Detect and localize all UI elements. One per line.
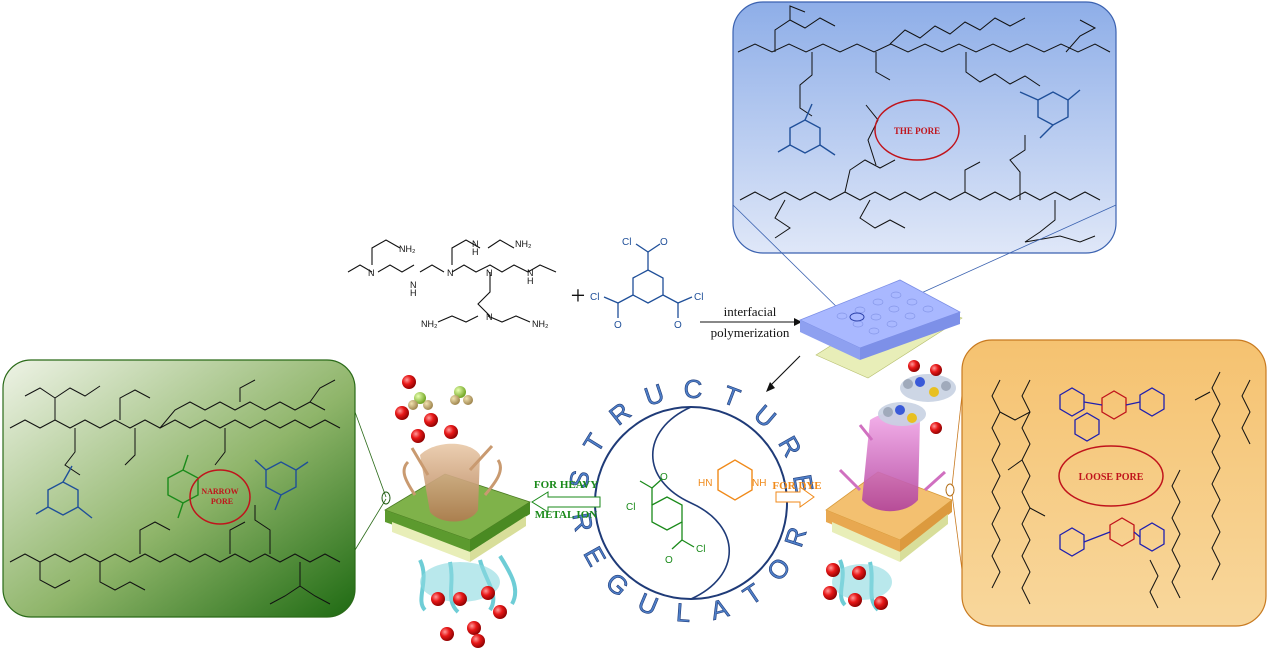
right-panel-aromatic-rings bbox=[1059, 387, 1165, 557]
left-pore-label-2: PORE bbox=[211, 497, 233, 506]
ring-top-letter-3: U bbox=[641, 378, 668, 412]
left-pore-ellipse bbox=[189, 469, 251, 525]
tmc-labels: Cl O Cl O Cl O bbox=[590, 237, 703, 331]
top-panel-chain-network bbox=[737, 5, 1111, 243]
svg-text:NH₂: NH₂ bbox=[399, 244, 416, 254]
heavy-metal-label-2: METAL ION bbox=[535, 509, 598, 521]
left-structure-panel bbox=[2, 359, 356, 618]
zoom-line-left-bottom bbox=[354, 498, 387, 551]
passed-ions-right bbox=[823, 563, 888, 610]
reaction-plus-sign: + bbox=[571, 281, 586, 310]
svg-text:NH₂: NH₂ bbox=[421, 319, 438, 329]
left-panel-chain-network bbox=[9, 379, 341, 605]
svg-text:N: N bbox=[447, 268, 454, 278]
dye-molecules bbox=[878, 360, 956, 434]
svg-text:Cl: Cl bbox=[626, 502, 635, 513]
filtered-water-splash-left bbox=[418, 554, 518, 614]
ring-top-letter-8: E bbox=[787, 472, 820, 494]
ring-bottom-letter-2: G bbox=[600, 567, 635, 603]
top-pore-label: THE PORE bbox=[894, 126, 940, 136]
right-pore-ellipse bbox=[1058, 445, 1164, 507]
svg-text:NH₂: NH₂ bbox=[532, 319, 549, 329]
svg-text:H: H bbox=[527, 276, 534, 286]
ring-top-letter-0: S bbox=[563, 468, 596, 491]
ring-top-letter-7: R bbox=[772, 431, 807, 462]
tmc-structure bbox=[603, 243, 693, 318]
svg-text:H: H bbox=[472, 247, 479, 257]
yin-yang-divider bbox=[652, 406, 730, 600]
piperazine-structure bbox=[717, 459, 753, 501]
left-pore-label-1: NARROW bbox=[201, 487, 238, 496]
right-pore-label: LOOSE PORE bbox=[1079, 472, 1144, 483]
svg-text:O: O bbox=[674, 320, 682, 331]
svg-text:N: N bbox=[472, 239, 479, 249]
filtered-water-splash-right bbox=[832, 559, 892, 612]
zoom-line-right-top bbox=[951, 394, 963, 487]
svg-text:N: N bbox=[486, 268, 493, 278]
svg-text:N: N bbox=[486, 312, 493, 322]
top-panel-aromatic-rings bbox=[777, 89, 1081, 156]
left-panel-aromatic-rings bbox=[35, 454, 309, 519]
ring-bottom-letter-4: L bbox=[675, 597, 692, 628]
svg-text:Cl: Cl bbox=[694, 292, 703, 303]
ring-bottom-letter-1: E bbox=[578, 541, 613, 571]
heavy-metal-ions-top bbox=[395, 375, 473, 443]
ring-top-letter-2: R bbox=[603, 396, 636, 431]
svg-text:Cl: Cl bbox=[696, 544, 705, 555]
svg-text:O: O bbox=[660, 472, 668, 483]
dye-arrow bbox=[775, 486, 815, 508]
tpc-labels: Cl O Cl O bbox=[626, 472, 705, 566]
pei-monomer-labels: N N H N N N H NH₂ N H NH₂ N NH₂ NH₂ bbox=[368, 239, 549, 329]
ring-top-letter-1: T bbox=[577, 428, 611, 457]
arrow-to-regulator-head bbox=[766, 382, 775, 392]
metal-solution-stream bbox=[402, 443, 502, 522]
svg-text:N: N bbox=[410, 280, 417, 290]
svg-text:Cl: Cl bbox=[590, 292, 599, 303]
pa-membrane-blue bbox=[798, 279, 963, 379]
tpc-structure bbox=[639, 478, 695, 550]
heavy-metal-label-1: FOR HEAVY bbox=[534, 479, 598, 491]
pei-monomer-structure bbox=[347, 239, 557, 323]
arrow-label-polymerization: polymerization bbox=[711, 325, 790, 340]
ring-bottom-letter-6: T bbox=[737, 577, 767, 611]
zoom-line-left-top bbox=[354, 411, 387, 498]
piperazine-labels: HN NH bbox=[698, 478, 766, 489]
zoom-line-top-left bbox=[732, 204, 849, 319]
ring-top-letter-6: U bbox=[748, 399, 782, 434]
svg-text:Cl: Cl bbox=[622, 237, 631, 248]
polymerization-arrow-head bbox=[794, 318, 802, 326]
ring-top-letter-4: C bbox=[683, 374, 702, 404]
svg-text:O: O bbox=[660, 237, 668, 248]
dye-solution-stream bbox=[838, 412, 947, 512]
right-panel-chain-network bbox=[991, 371, 1251, 609]
svg-text:O: O bbox=[614, 320, 622, 331]
heavy-metal-ions-bottom bbox=[431, 586, 507, 648]
top-pore-ellipse bbox=[874, 99, 960, 161]
arrow-label-interfacial: interfacial bbox=[724, 304, 777, 319]
svg-text:N: N bbox=[368, 268, 375, 278]
svg-text:HN: HN bbox=[698, 478, 712, 489]
arrow-to-regulator bbox=[769, 355, 801, 387]
ring-bottom-letter-5: A bbox=[707, 592, 732, 626]
heavy-metal-arrow bbox=[531, 491, 601, 513]
svg-text:H: H bbox=[410, 288, 417, 298]
svg-text:NH₂: NH₂ bbox=[515, 239, 532, 249]
svg-text:N: N bbox=[527, 268, 534, 278]
zoom-line-right-bottom bbox=[951, 493, 963, 571]
ring-top-letter-5: T bbox=[719, 379, 745, 413]
ring-bottom-letter-7: O bbox=[761, 552, 797, 586]
svg-text:NH: NH bbox=[752, 478, 766, 489]
ring-bottom-letter-8: R bbox=[778, 523, 812, 550]
svg-text:O: O bbox=[665, 555, 673, 566]
right-structure-panel bbox=[961, 339, 1267, 627]
dye-label: FOR DYE bbox=[772, 480, 821, 492]
ring-bottom-letter-3: U bbox=[634, 587, 663, 622]
